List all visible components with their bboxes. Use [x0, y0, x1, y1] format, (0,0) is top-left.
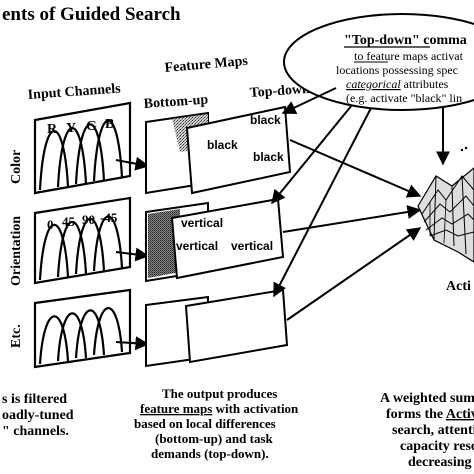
- top-down-command-callout: "Top-down" comma to feature maps activat…: [283, 13, 474, 111]
- orientation-channel-label: 45: [62, 214, 76, 229]
- map-label-vertical: vertical: [181, 216, 223, 230]
- caption-rest: with activation: [212, 401, 299, 416]
- arrow-etc-to-maps: [115, 336, 150, 351]
- callout-line: to feature maps activat: [354, 49, 464, 63]
- row-label-orientation: Orientation: [9, 216, 24, 286]
- color-channel-label: R: [47, 122, 58, 137]
- etc-channel-panel: [33, 288, 132, 369]
- activation-map-surface: [417, 146, 474, 263]
- activation-label: Acti: [446, 279, 471, 294]
- input-channels-header: Input Channels: [27, 82, 121, 103]
- caption-right: A weighted sum forms the Activ search, a…: [380, 391, 474, 470]
- top-down-header: Top-down: [249, 82, 310, 101]
- caption-emph: Activ: [446, 407, 474, 422]
- caption-line: oadly-tuned: [2, 408, 74, 423]
- caption-emph: feature maps: [140, 401, 212, 416]
- callout-line: locations possessing spec: [336, 63, 458, 77]
- caption-line: s is filtered: [2, 392, 67, 407]
- caption-center: The output produces feature maps with ac…: [134, 386, 299, 461]
- caption-line: feature maps with activation: [140, 401, 299, 416]
- top-down-map: [170, 197, 285, 280]
- arrow-color-maps-to-activation: [289, 139, 422, 198]
- callout-emph-word: categorical: [346, 77, 401, 91]
- caption-rest: forms the: [386, 407, 446, 422]
- caption-line: (bottom-up) and task: [155, 431, 274, 446]
- color-channel-label: G: [86, 119, 97, 134]
- row-label-etc: Etc.: [9, 324, 24, 348]
- callout-line-emph: categorical attributes: [346, 77, 449, 91]
- orientation-channel-label: 0: [47, 217, 54, 232]
- color-channel-label: B: [105, 117, 114, 132]
- caption-line: based on local differences: [134, 416, 276, 431]
- arrow-etc-maps-to-activation: [286, 227, 422, 321]
- callout-title: "Top-down" comma: [344, 33, 467, 48]
- color-channel-label: Y: [66, 121, 76, 136]
- etc-feature-maps: [145, 288, 289, 368]
- map-label-vertical: vertical: [231, 239, 273, 253]
- caption-line: decreasing: [408, 455, 472, 470]
- top-down-map: [185, 105, 292, 195]
- tuning-curve: [56, 312, 88, 362]
- map-label-black: black: [207, 138, 238, 152]
- arrow-orientation-to-maps: [115, 247, 150, 262]
- tuning-curve: [74, 217, 106, 275]
- color-channel-panel: R Y G B: [33, 101, 132, 195]
- caption-line: The output produces: [162, 386, 277, 401]
- callout-line: (e.g. activate "black" lin: [346, 91, 462, 105]
- orientation-channel-label: -45: [100, 210, 118, 225]
- orientation-channel-panel: 0 45 90 -45: [33, 196, 132, 285]
- row-label-color: Color: [9, 150, 24, 184]
- arrow-callout-to-orientation-map: [271, 104, 353, 205]
- tuning-curve: [38, 130, 70, 191]
- tuning-curve: [92, 215, 124, 272]
- caption-line: capacity reso: [400, 439, 474, 454]
- bottom-up-header: Bottom-up: [143, 93, 209, 112]
- tuning-curve: [38, 223, 70, 281]
- caption-line: demands (top-down).: [151, 446, 269, 461]
- arrow-orientation-maps-to-activation: [282, 205, 422, 233]
- callout-line-rest: attributes: [401, 77, 449, 91]
- tuning-curve: [56, 220, 88, 278]
- tuning-curve: [92, 307, 124, 356]
- tuning-curve: [92, 119, 124, 182]
- orientation-channel-label: 90: [82, 212, 95, 227]
- tuning-curve: [74, 309, 106, 359]
- diagram-title: ents of Guided Search: [2, 4, 181, 25]
- map-label-black: black: [253, 150, 284, 164]
- caption-left: s is filtered oadly-tuned " channels.: [2, 392, 74, 439]
- caption-line: " channels.: [2, 424, 69, 439]
- tuning-curve: [74, 123, 106, 185]
- map-label-vertical: vertical: [176, 239, 218, 253]
- top-down-map: [184, 288, 289, 364]
- color-feature-maps: black black black: [145, 105, 292, 195]
- map-label-black: black: [250, 113, 281, 127]
- tuning-curve: [56, 127, 88, 188]
- arrow-color-to-maps: [115, 156, 150, 171]
- caption-line: forms the Activ: [386, 407, 474, 422]
- tuning-curve: [38, 315, 70, 365]
- arrow-callout-to-color-map: [281, 87, 337, 114]
- arrow-callout-to-etc-map: [273, 107, 372, 298]
- feature-maps-header: Feature Maps: [164, 54, 249, 76]
- caption-line: search, attenti: [392, 423, 474, 438]
- caption-line: A weighted sum: [380, 391, 474, 406]
- orientation-feature-maps: vertical vertical vertical: [145, 197, 285, 283]
